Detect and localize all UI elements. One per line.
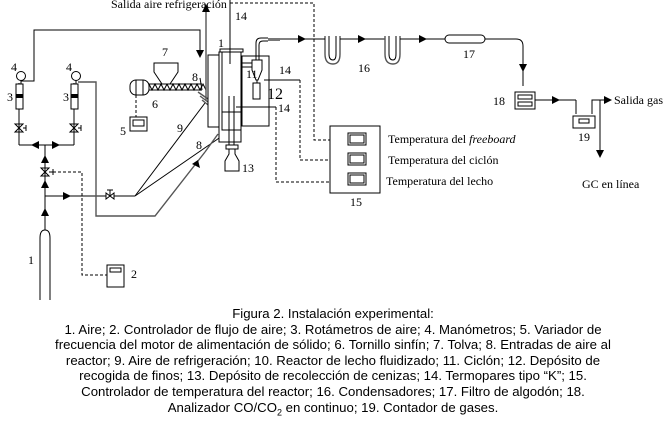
co-co2-analyzer[interactable]: 18 (493, 91, 536, 110)
ash-collection-vessel: 13 (224, 144, 254, 175)
caption-line-last: Analizador CO/CO2 en continuo; 19. Conta… (167, 399, 499, 418)
label-18: 18 (493, 94, 505, 108)
label-15: 15 (350, 195, 362, 209)
caption-line: 1. Aire; 2. Controlador de flujo de aire… (64, 321, 602, 337)
label-1-reactor: 1 (218, 36, 224, 50)
thermocouples: 14 14 14 (229, 0, 335, 183)
flow-arrow (519, 64, 527, 72)
screw-feeder: 6 (148, 82, 207, 111)
flow-arrow (202, 4, 210, 12)
flow-arrow (192, 160, 200, 168)
temperature-lecho-label: Temperatura del lecho (386, 174, 493, 188)
gc-online-label: GC en línea (582, 177, 640, 191)
temperature-freeboard-label: Temperatura del freeboard (388, 132, 517, 146)
label-14-bottom: 14 (278, 101, 290, 115)
label-4-right: 4 (66, 60, 72, 74)
cotton-filter: 17 (444, 34, 524, 86)
flow-arrow (196, 50, 204, 58)
hopper: 7 (153, 45, 179, 85)
needle-valve-right[interactable] (68, 123, 82, 133)
label-1-aire: 1 (28, 253, 34, 267)
caption-title: Figura 2. Instalación experimental: (232, 306, 434, 321)
label-7: 7 (162, 45, 168, 59)
rotameter-right: 3 4 (63, 60, 82, 133)
flow-arrow (596, 150, 604, 158)
cooling-air-valve[interactable] (105, 189, 115, 200)
flow-arrow (419, 35, 427, 43)
label-4-left: 4 (11, 60, 17, 74)
label-2: 2 (131, 267, 137, 281)
flow-arrow (41, 155, 49, 163)
label-14-mid: 14 (279, 63, 291, 77)
cooling-air-outlet-label: Salida aire refrigeración (111, 0, 227, 11)
label-5: 5 (120, 124, 126, 138)
label-13: 13 (242, 161, 254, 175)
experimental-setup-diagram: 1 2 (7, 0, 663, 300)
flow-arrow (552, 96, 560, 104)
air-flow-controller[interactable]: 2 (106, 264, 137, 288)
label-16: 16 (358, 61, 370, 75)
gas-counter[interactable]: 19 (572, 115, 596, 144)
screw-motor (129, 79, 150, 96)
label-3-left: 3 (7, 90, 13, 104)
label-3-right: 3 (63, 90, 69, 104)
flow-arrow (31, 141, 39, 149)
flow-arrow (52, 141, 60, 149)
label-19: 19 (578, 130, 590, 144)
air-supply-line (41, 133, 226, 230)
label-12: 12 (267, 86, 283, 103)
air-cylinder: 1 (28, 229, 51, 300)
flow-arrow (358, 35, 366, 43)
caption-line: Controlador de temperatura del reactor; … (81, 383, 585, 399)
needle-valve-left[interactable] (13, 123, 27, 133)
temperature-controller[interactable]: 15 (329, 125, 381, 209)
fluidized-bed-reactor: 1 (207, 36, 244, 145)
label-6: 6 (152, 97, 158, 111)
line-to-filter (400, 35, 445, 43)
label-8-lower: 8 (196, 138, 202, 152)
condensers: 16 (315, 35, 401, 75)
rotameter-left: 3 4 (7, 60, 27, 133)
temperature-ciclon-label: Temperatura del ciclón (388, 153, 498, 167)
flow-arrow (41, 180, 49, 188)
gas-outlet-line (280, 35, 315, 43)
label-14-top: 14 (235, 9, 247, 23)
cooling-air-line (134, 102, 206, 197)
label-8-upper: 8 (192, 70, 198, 84)
flow-arrow (604, 96, 612, 104)
frequency-variator[interactable]: 5 (120, 116, 148, 138)
line-right-rotameter-to-reactor (78, 81, 206, 217)
cyclone-assembly: 11 12 (241, 37, 283, 127)
line-left-rotameter-to-reactor (21, 29, 201, 82)
caption-line: reactor; 9. Aire de refrigeración; 10. R… (65, 352, 601, 368)
flow-arrow (41, 208, 49, 216)
caption-line: recogida de finos; 13. Depósito de recol… (79, 368, 587, 384)
flow-arrow (63, 192, 71, 200)
label-11: 11 (246, 67, 258, 81)
controller-signal-line (53, 171, 107, 276)
label-17: 17 (463, 47, 475, 61)
flow-arrow (298, 35, 306, 43)
gas-outlet-label: Salida gas (614, 93, 663, 107)
figure-caption: Figura 2. Instalación experimental: 1. A… (0, 306, 666, 421)
caption-line: frecuencia del motor de alimentación de … (55, 337, 611, 353)
label-9: 9 (177, 121, 183, 135)
flow-control-valve[interactable] (39, 167, 54, 177)
